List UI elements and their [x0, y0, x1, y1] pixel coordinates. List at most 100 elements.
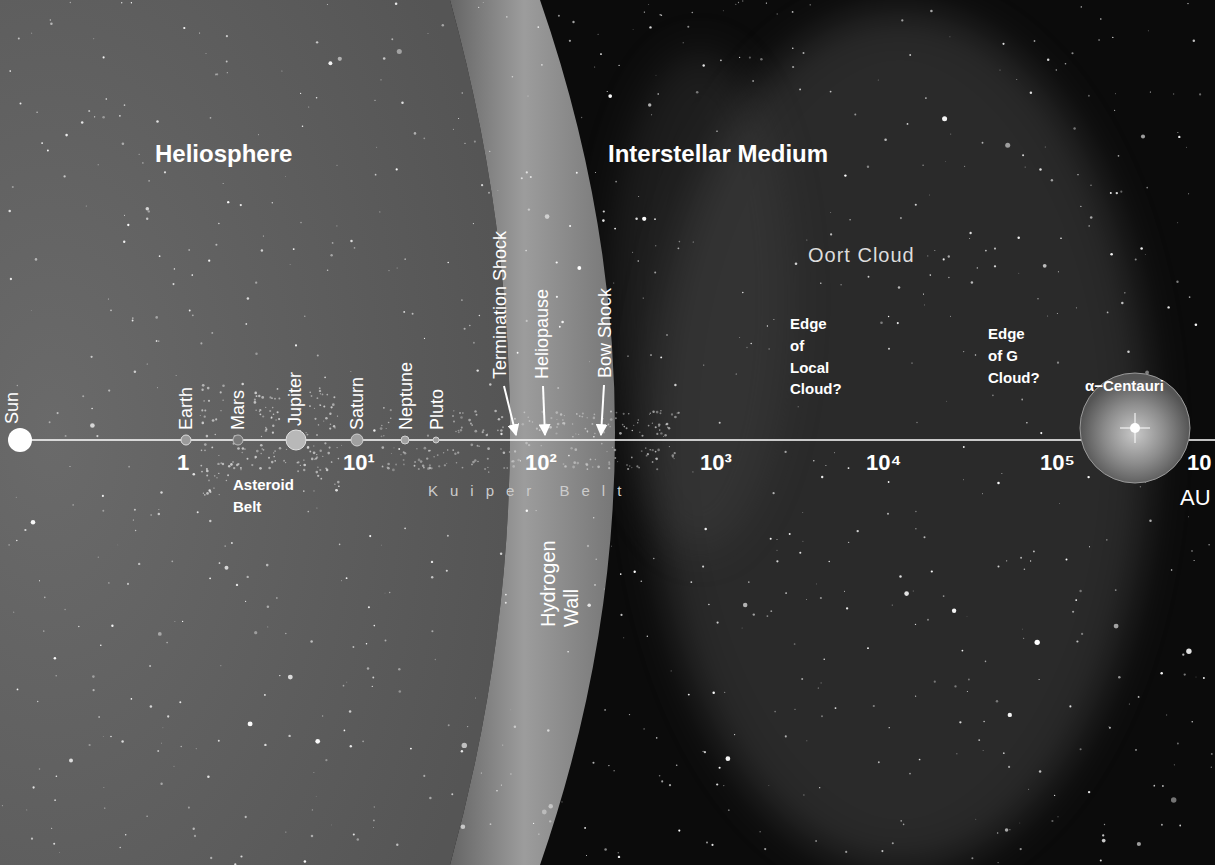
star-dot — [1028, 789, 1029, 790]
axis-tick: 10⁵ — [1040, 450, 1075, 475]
star-dot — [704, 751, 706, 753]
star-dot — [447, 535, 449, 537]
star-dot — [78, 626, 80, 628]
star-dot — [669, 784, 671, 786]
star-dot — [391, 453, 392, 454]
star-dot — [396, 844, 398, 846]
star-dot — [288, 735, 290, 737]
alpha-centauri-disc — [1080, 373, 1190, 483]
star-dot — [558, 15, 560, 17]
star-dot — [586, 417, 587, 418]
star-dot — [911, 362, 912, 363]
star-dot — [319, 404, 321, 406]
star-dot — [88, 744, 90, 746]
star-dot — [336, 447, 337, 448]
star-dot — [426, 457, 428, 459]
star-dot — [220, 665, 222, 667]
star-dot — [213, 487, 214, 488]
star-dot — [264, 744, 266, 746]
star-dot — [500, 552, 502, 554]
star-dot — [91, 408, 93, 410]
star-dot — [1211, 767, 1212, 768]
star-dot — [310, 640, 313, 643]
star-dot — [16, 540, 18, 542]
star-dot — [31, 520, 36, 525]
star-dot — [726, 756, 731, 761]
star-dot — [322, 715, 323, 716]
star-dot — [1208, 544, 1209, 545]
star-dot — [326, 469, 329, 472]
star-dot — [1166, 714, 1167, 715]
star-dot — [346, 681, 348, 683]
star-core — [1130, 423, 1140, 433]
pointer-arrow — [601, 385, 604, 435]
star-dot — [157, 387, 159, 389]
star-dot — [1089, 546, 1090, 547]
star-dot — [171, 560, 173, 562]
star-dot — [92, 675, 95, 678]
star-dot — [632, 29, 634, 31]
star-dot — [1035, 640, 1040, 645]
star-dot — [474, 430, 477, 433]
star-dot — [399, 690, 402, 693]
star-dot — [799, 552, 801, 554]
star-dot — [724, 692, 725, 693]
star-dot — [627, 355, 628, 356]
star-dot — [587, 431, 588, 432]
star-dot — [206, 470, 209, 473]
star-dot — [161, 742, 163, 744]
star-dot — [647, 453, 649, 455]
star-dot — [462, 467, 464, 469]
star-dot — [1025, 166, 1026, 167]
star-dot — [857, 530, 859, 532]
star-dot — [949, 36, 950, 37]
star-dot — [749, 57, 751, 59]
star-dot — [943, 595, 945, 597]
star-dot — [848, 542, 849, 543]
star-dot — [659, 775, 661, 777]
star-dot — [617, 852, 619, 854]
belt-label: Asteroid Belt — [233, 474, 294, 518]
star-dot — [222, 385, 225, 388]
star-dot — [1135, 749, 1137, 751]
star-dot — [242, 447, 244, 449]
star-dot — [577, 462, 580, 465]
star-dot — [132, 317, 134, 319]
star-dot — [102, 495, 104, 497]
star-dot — [1071, 52, 1073, 54]
star-dot — [512, 460, 515, 463]
star-dot — [148, 180, 150, 182]
star-dot — [608, 94, 612, 98]
star-dot — [693, 241, 694, 242]
star-dot — [403, 311, 405, 313]
star-dot — [576, 413, 578, 415]
star-dot — [528, 208, 530, 210]
star-dot — [1030, 92, 1032, 94]
star-dot — [300, 465, 301, 466]
star-dot — [785, 592, 787, 594]
star-dot — [892, 604, 893, 605]
star-dot — [536, 428, 538, 430]
star-dot — [703, 64, 705, 66]
star-dot — [285, 462, 286, 463]
star-dot — [335, 489, 337, 491]
star-dot — [404, 258, 406, 260]
star-dot — [319, 469, 321, 471]
star-dot — [320, 478, 322, 480]
star-dot — [760, 831, 761, 832]
star-dot — [660, 410, 662, 412]
body-label: Saturn — [347, 377, 368, 430]
star-dot — [702, 751, 703, 752]
star-dot — [819, 787, 820, 788]
star-dot — [330, 254, 332, 256]
star-dot — [982, 142, 984, 144]
star-dot — [106, 98, 108, 100]
star-dot — [204, 494, 206, 496]
star-dot — [366, 643, 367, 644]
star-dot — [528, 417, 529, 418]
star-dot — [524, 411, 526, 413]
star-dot — [215, 434, 217, 436]
star-dot — [320, 393, 321, 394]
star-dot — [971, 857, 973, 859]
star-dot — [1106, 539, 1108, 541]
